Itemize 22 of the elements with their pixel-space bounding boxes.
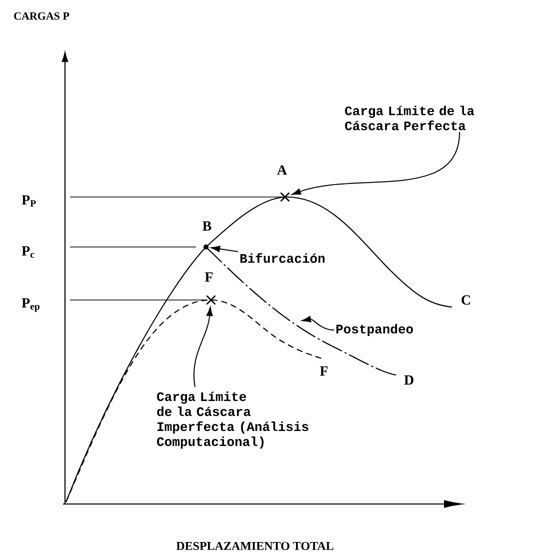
bifurcation-point bbox=[204, 244, 208, 250]
axis-label: DESPLAZAMIENTO TOTAL bbox=[176, 542, 334, 550]
leader-line bbox=[302, 316, 334, 330]
callout-text: Bifurcación bbox=[240, 253, 325, 263]
axis-label: A bbox=[277, 165, 287, 175]
axis-label: CARGAS P bbox=[14, 12, 70, 20]
leader-line bbox=[292, 131, 460, 195]
axis-label: D bbox=[404, 375, 414, 385]
leader-line bbox=[193, 306, 213, 388]
callout-text: Carga Límite de la Cáscara Perfecta bbox=[345, 106, 474, 130]
callout-text: Postpandeo bbox=[336, 324, 413, 336]
callout-text: Carga Límite de la Cáscara Imperfecta (Análisis Computacional) bbox=[157, 392, 308, 449]
cross-mark bbox=[206, 296, 216, 304]
axis-label: F bbox=[204, 272, 213, 282]
axis-label: F bbox=[320, 366, 328, 376]
axis-label: P$_{c}$ bbox=[22, 246, 34, 258]
leader-line bbox=[210, 246, 238, 252]
axis-label: B bbox=[202, 221, 212, 231]
axis-label: C bbox=[462, 295, 470, 305]
axis-label: P$_{ep}$ bbox=[22, 298, 40, 312]
axis-label: P$_{P}$ bbox=[22, 195, 36, 207]
cross-mark bbox=[280, 192, 290, 202]
